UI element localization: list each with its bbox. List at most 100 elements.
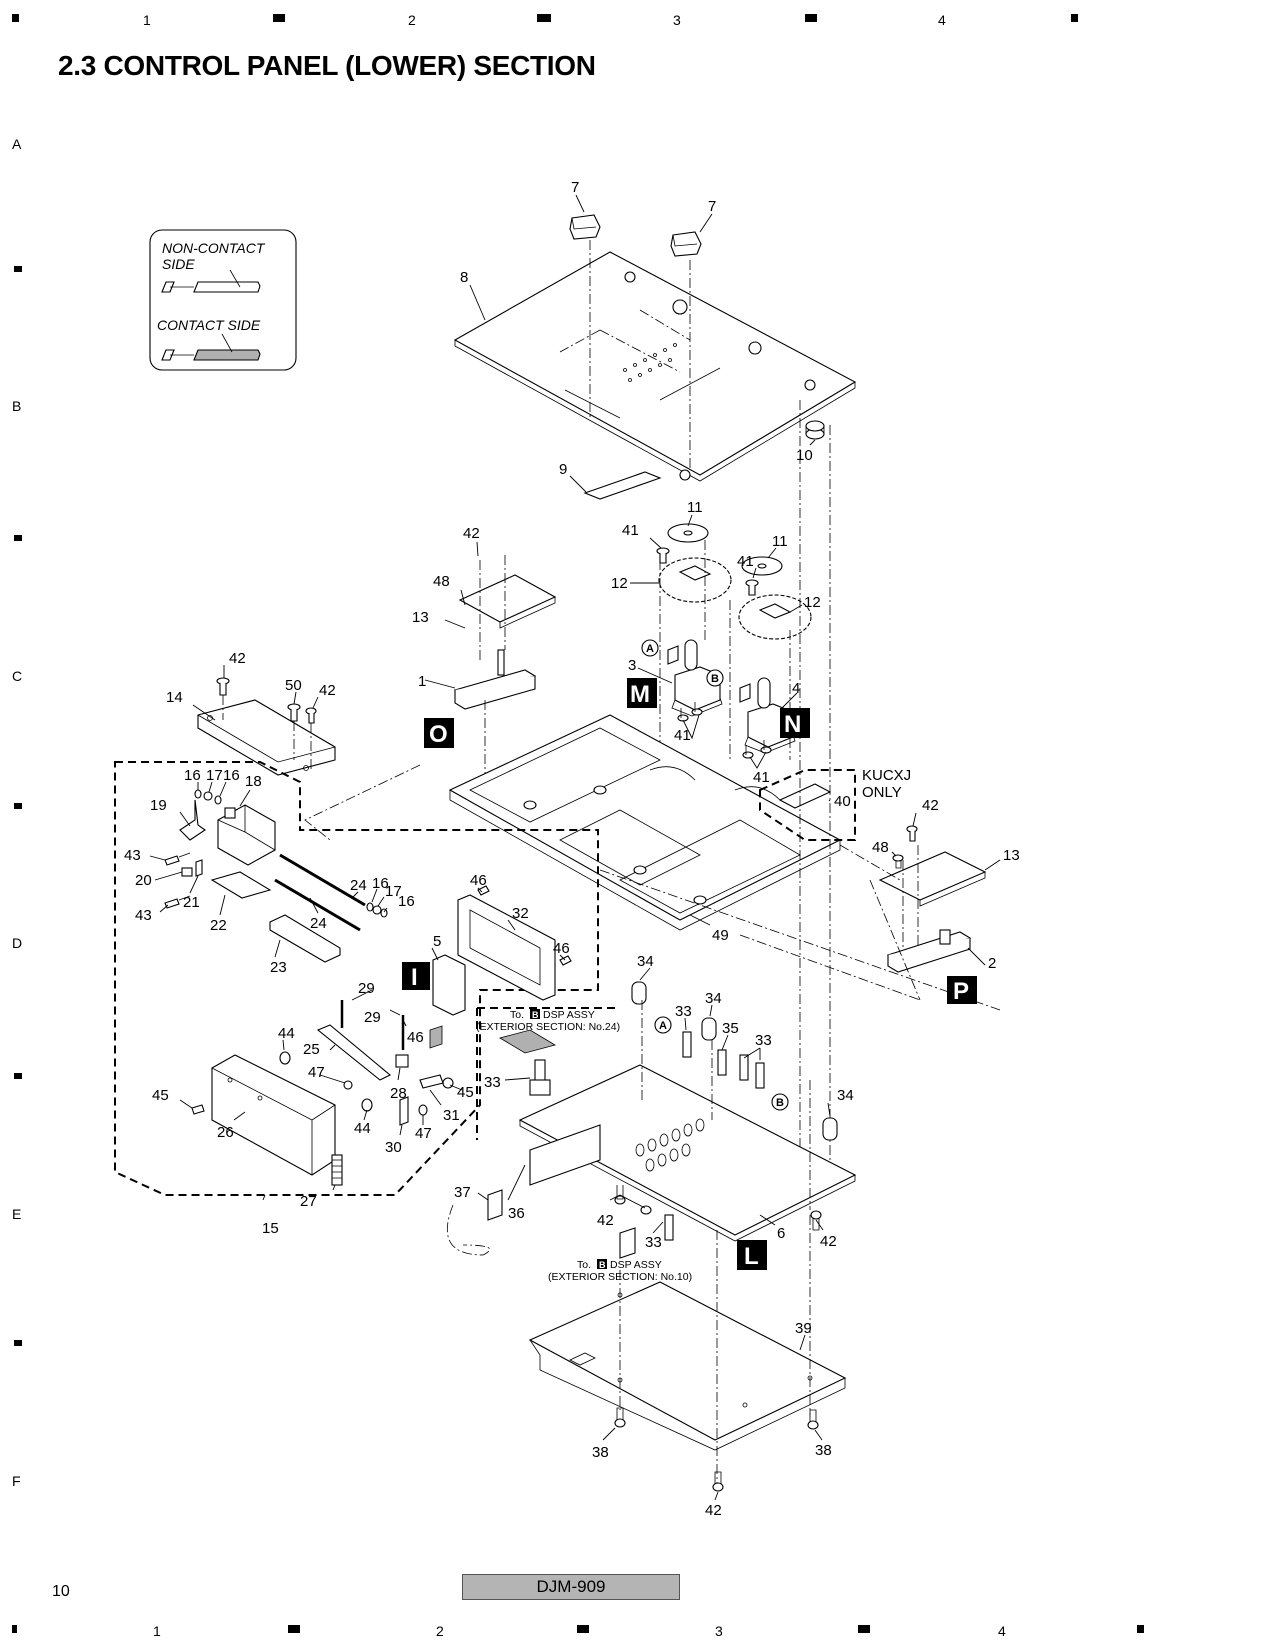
part-label: 27 (300, 1193, 317, 1210)
registration-mark (288, 1625, 300, 1633)
svg-text:I: I (411, 964, 418, 991)
bracket-part-23 (269, 914, 341, 963)
screw-part-41 (745, 579, 759, 596)
flat-cable-sheet-bottom (619, 1227, 636, 1259)
part-label: 41 (622, 522, 639, 539)
part-label: 13 (1003, 847, 1020, 864)
part-label: 42 (319, 682, 336, 699)
registration-mark (273, 14, 285, 22)
dsp-assy-note-bottom: To. B DSP ASSY (EXTERIOR SECTION: No.10) (548, 1259, 692, 1283)
part-label: 44 (278, 1025, 295, 1042)
part-label: 10 (796, 447, 813, 464)
plate-part-21 (195, 859, 203, 877)
knob-part-34 (701, 1017, 717, 1041)
sheet-part-contact (429, 1025, 443, 1049)
knob-part-34 (631, 981, 647, 1005)
svg-text:(EXTERIOR SECTION: No.10): (EXTERIOR SECTION: No.10) (548, 1271, 692, 1283)
part-label: 48 (433, 573, 450, 590)
part-label: 34 (705, 990, 722, 1007)
model-name-box: DJM-909 (462, 1574, 680, 1600)
registration-mark (14, 1073, 22, 1079)
washer-part-16 (380, 908, 388, 918)
column-marker: 2 (408, 12, 416, 28)
part-label: 16 (223, 767, 240, 784)
pcb-part-6 (518, 1064, 857, 1242)
registration-mark (805, 14, 817, 22)
page-number: 10 (52, 1583, 70, 1600)
screw-part-42 (906, 825, 918, 842)
part-label: 30 (385, 1139, 402, 1156)
contact-side-legend: NON-CONTACT SIDE CONTACT SIDE (149, 229, 297, 371)
screw-part-47 (418, 1104, 428, 1116)
pot-part-33 (755, 1062, 765, 1089)
screw-part-47 (343, 1080, 353, 1090)
svg-text:B: B (711, 673, 719, 685)
part-label: 6 (777, 1225, 785, 1242)
part-label: 12 (804, 594, 821, 611)
svg-text:To.: To. (577, 1259, 591, 1271)
part-label: 47 (415, 1125, 432, 1142)
row-marker: E (12, 1206, 22, 1222)
part-label: 11 (772, 533, 788, 550)
badge-P: P (947, 976, 977, 1005)
column-marker: 3 (673, 12, 681, 28)
part-label: 7 (708, 198, 716, 215)
part-label: 21 (183, 894, 200, 911)
badge-M: M (627, 678, 657, 708)
registration-mark (12, 1625, 17, 1633)
svg-text:(EXTERIOR SECTION: No.24): (EXTERIOR SECTION: No.24) (476, 1021, 620, 1033)
column-marker: 4 (938, 12, 946, 28)
fader-bracket-part-13 (878, 851, 987, 907)
fader-bracket-part-13 (458, 574, 557, 629)
page-title: 2.3 CONTROL PANEL (LOWER) SECTION (58, 50, 596, 81)
registration-mark (14, 1340, 22, 1346)
part-label: 47 (308, 1064, 325, 1081)
part-label: 46 (553, 940, 570, 957)
part-label: 45 (457, 1084, 474, 1101)
part-label: 16 (184, 767, 201, 784)
svg-text:ONLY: ONLY (862, 784, 902, 801)
part-label: 39 (795, 1320, 812, 1337)
screw-part-42 (640, 1205, 652, 1215)
part-label: 36 (508, 1205, 525, 1222)
part-label: 24 (350, 877, 367, 894)
top-panel-part-8 (453, 251, 857, 482)
badge-L: L (737, 1240, 767, 1270)
screw-part-44 (361, 1098, 373, 1112)
part-label: 32 (512, 905, 529, 922)
part-label: 34 (637, 953, 654, 970)
part-label: 33 (645, 1234, 662, 1251)
part-label: 3 (628, 657, 636, 674)
part-label: 17 (206, 767, 223, 784)
column-marker: 1 (153, 1623, 161, 1639)
registration-mark (1137, 1625, 1144, 1633)
part-label: 31 (443, 1107, 460, 1124)
connector-part-36 (529, 1124, 601, 1186)
part-label: 2 (988, 955, 996, 972)
registration-mark (12, 14, 19, 22)
column-marker: 2 (436, 1623, 444, 1639)
part-label: 24 (310, 915, 327, 932)
svg-text:A: A (659, 1020, 667, 1032)
part-label: 41 (737, 553, 754, 570)
screw-part-38 (614, 1407, 626, 1428)
column-marker: 1 (143, 12, 151, 28)
part-label: 17 (385, 883, 402, 900)
dsp-assy-note-top: To. B DSP ASSY (EXTERIOR SECTION: No.24) (476, 1009, 620, 1033)
part-label: 18 (245, 773, 262, 790)
sheet-part-9 (583, 471, 662, 500)
part-label: 46 (407, 1029, 424, 1046)
circle-ref-B: B (771, 1093, 789, 1111)
svg-text:DSP ASSY: DSP ASSY (610, 1259, 662, 1271)
row-marker: C (12, 668, 23, 684)
part-label: 23 (270, 959, 287, 976)
part-label: 8 (460, 269, 468, 286)
part-label: 15 (262, 1220, 279, 1237)
part-label: 50 (285, 677, 302, 694)
svg-text:KUCXJ: KUCXJ (862, 767, 911, 784)
part-label: 33 (675, 1003, 692, 1020)
part-label: 11 (687, 499, 703, 516)
part-label: 38 (592, 1444, 609, 1461)
sheet-part-22 (210, 871, 272, 899)
bracket-part-30 (399, 1096, 409, 1126)
